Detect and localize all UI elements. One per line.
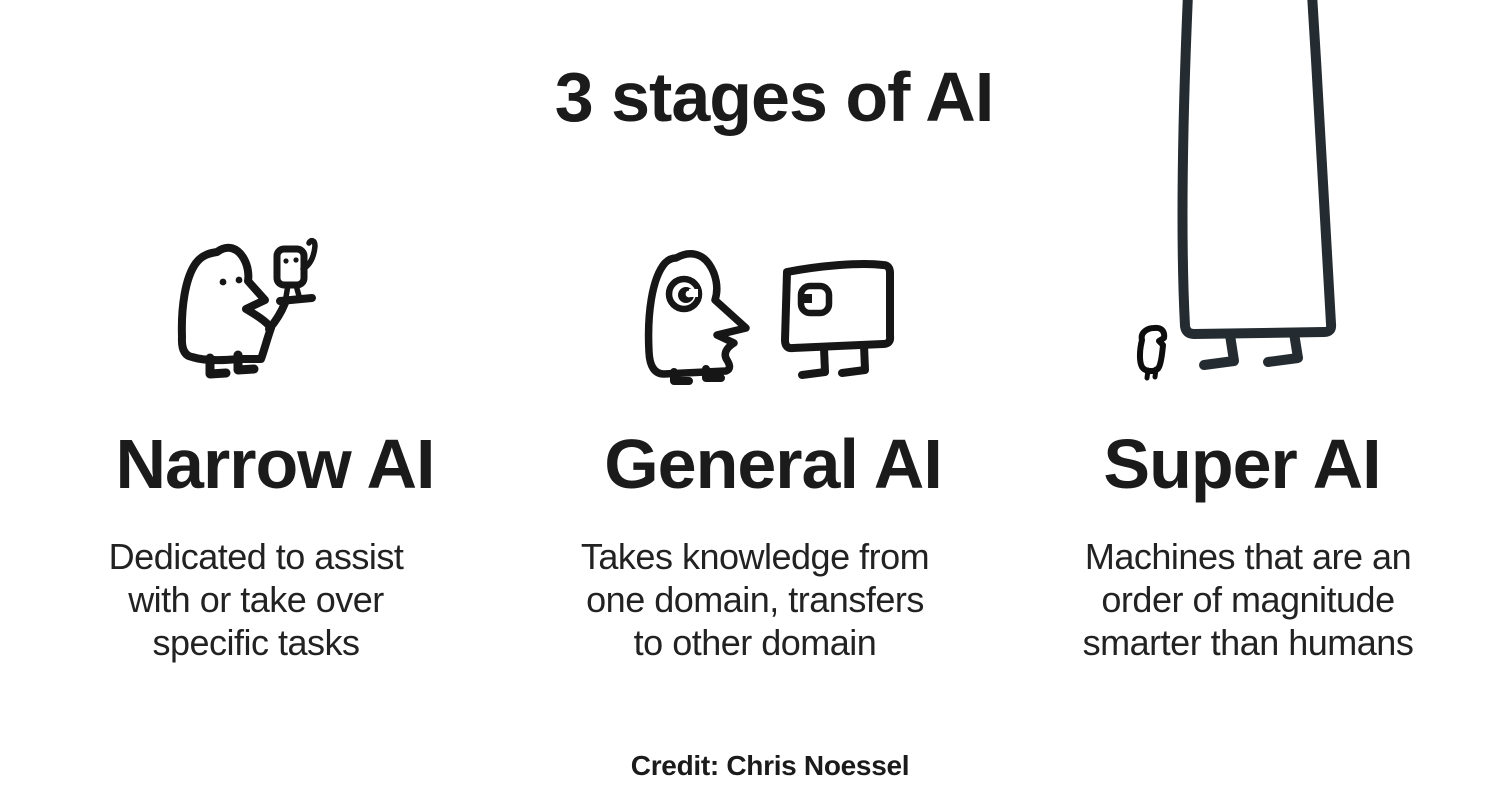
page-title: 3 stages of AI: [554, 58, 995, 136]
tiny-person-leg: [1152, 366, 1159, 380]
description-line: Machines that are an: [1084, 536, 1412, 577]
person-figure: [644, 250, 750, 385]
description-line: Takes knowledge from: [580, 536, 930, 577]
robot-waving-arm: [300, 237, 318, 272]
credit-line: Credit: Chris Noessel: [630, 750, 910, 781]
stage-heading-narrow-ai: Narrow AI: [115, 425, 435, 503]
giant-robot-with-tiny-person-icon: [1136, 0, 1337, 381]
person-arm: [265, 299, 289, 333]
description-line: order of magnitude: [1101, 579, 1395, 620]
description-line: one domain, transfers: [586, 579, 924, 620]
description-line: to other domain: [633, 622, 877, 663]
stage-heading-general-ai: General AI: [604, 425, 943, 503]
robot-leg: [293, 282, 302, 299]
person-leg: [670, 368, 693, 385]
person-leg: [702, 365, 725, 382]
robot-leg: [838, 341, 869, 377]
stage-description-general-ai: Takes knowledge from one domain, transfe…: [580, 535, 930, 664]
person-figure: [177, 243, 316, 379]
giant-robot-figure: [1177, 0, 1337, 370]
robot-eye-dot: [293, 257, 299, 263]
robot-leg: [798, 344, 829, 379]
description-line: specific tasks: [152, 622, 360, 663]
person-hand-platform: [276, 294, 316, 305]
robot-eye: [797, 282, 833, 317]
tiny-person-figure: [1136, 324, 1168, 381]
giant-robot-leg: [1199, 330, 1239, 370]
description-line: with or take over: [128, 579, 384, 620]
robot-figure: [781, 260, 895, 379]
person-holding-small-robot-icon: [177, 237, 318, 379]
person-big-eye: [665, 275, 703, 313]
stage-description-narrow-ai: Dedicated to assist with or take over sp…: [109, 535, 404, 664]
stage-description-super-ai: Machines that are an order of magnitude …: [1083, 535, 1414, 664]
person-eye-dot: [219, 278, 227, 286]
description-line: smarter than humans: [1082, 622, 1414, 663]
description-line: Dedicated to assist: [108, 536, 404, 577]
person-eye-dot: [235, 276, 243, 284]
person-leg: [205, 353, 231, 379]
robot-eye-dot: [283, 258, 289, 264]
robot-leg: [283, 282, 291, 300]
person-facing-robot-icon: [644, 250, 895, 385]
tiny-person-leg: [1144, 367, 1151, 381]
giant-robot-leg: [1263, 328, 1303, 367]
small-robot-figure: [273, 237, 318, 300]
person-leg: [233, 350, 259, 375]
stage-heading-super-ai: Super AI: [1103, 425, 1381, 503]
